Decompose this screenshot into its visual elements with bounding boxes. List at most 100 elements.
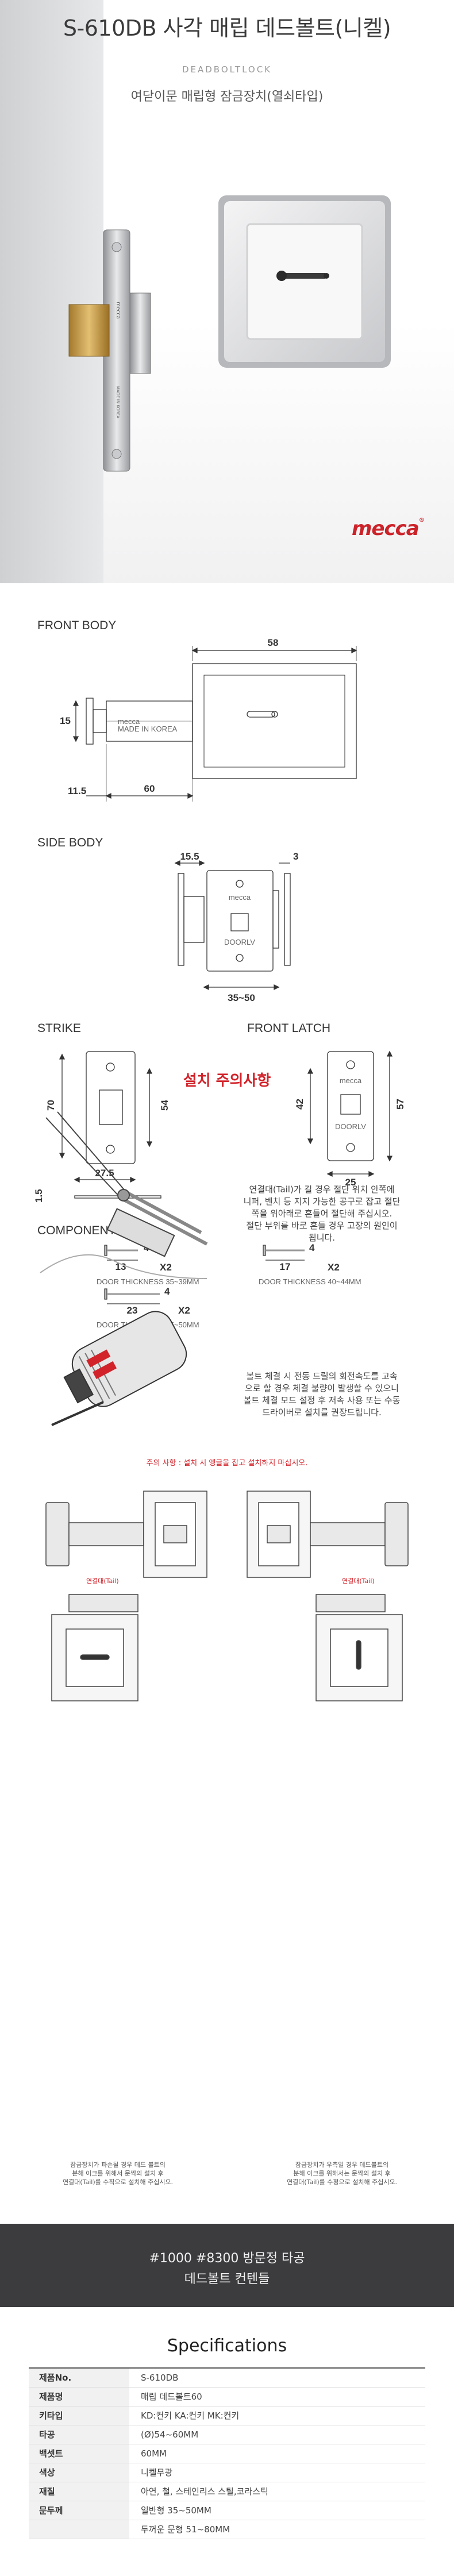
spec-value: 니켈무광 <box>129 2463 425 2482</box>
front-latch-drawing: mecca DOORLV 42 57 25 <box>294 1050 406 1188</box>
screw-2-caption: DOOR THICKNESS 40~44MM <box>259 1277 361 1286</box>
front-latch-dim-25: 25 <box>345 1177 356 1188</box>
front-body-plate-origin: MADE IN KOREA <box>118 725 178 733</box>
spec-key: 제품No. <box>29 2368 129 2388</box>
install-note-drill-line: 으로 할 경우 체결 불량이 발생할 수 있으니 <box>245 1383 399 1393</box>
product-description: 여닫이문 매립형 잠금장치(열쇠타입) <box>130 90 324 104</box>
deadbolt-latch-image: mecca MADE IN KOREA <box>68 229 151 472</box>
strike-label: STRIKE <box>37 1022 81 1035</box>
spec-key: 백셋트 <box>29 2444 129 2463</box>
screw-1-qty: X2 <box>160 1262 172 1273</box>
brand-registered-mark: ® <box>418 517 425 523</box>
spec-key <box>29 2520 129 2539</box>
strike-dim-1-5: 1.5 <box>33 1189 44 1203</box>
assembly-caption-left-line: 분해 이크를 위해서 문짝의 설치 후 <box>72 2170 164 2177</box>
front-latch-dim-42: 42 <box>294 1099 305 1110</box>
assembly-caption-right-line: 연결대(Tail)를 수평으로 설치해 주십시오. <box>286 2178 398 2186</box>
spec-key: 타공 <box>29 2425 129 2444</box>
front-body-dim-58: 58 <box>268 637 279 648</box>
product-title: S-610DB 사각 매립 데드볼트(니켈) <box>63 16 391 41</box>
spec-key: 키타입 <box>29 2406 129 2425</box>
side-body-plate-brand: mecca <box>229 893 251 902</box>
nipper-cutting-illustration <box>40 1111 208 1279</box>
spec-key: 색상 <box>29 2463 129 2482</box>
latch-brand-text: mecca <box>115 302 121 319</box>
front-body-dim-60: 60 <box>144 783 155 794</box>
drill-illustration <box>51 1311 187 1426</box>
front-body-dim-11-5: 11.5 <box>68 785 86 796</box>
brand-name: mecca <box>352 517 420 540</box>
brand-logo: mecca® <box>352 517 425 540</box>
install-warning: 주의 사항 : 설치 시 앵글을 잡고 설치하지 마십시오. <box>146 1459 308 1468</box>
spec-value: 두꺼운 문형 51~80MM <box>129 2520 425 2539</box>
front-body-drawing: mecca MADE IN KOREA 58 15 11.5 60 <box>60 637 357 802</box>
install-note-cutting-line: 절단 부위를 바로 흔들 경우 고장의 원인이 <box>246 1220 398 1231</box>
screw-1-caption: DOOR THICKNESS 35~39MM <box>97 1277 199 1286</box>
assembly-caption-left-line: 잠금장치가 파손될 경우 데드 볼트의 <box>70 2161 166 2169</box>
screw-2-head: 4 <box>309 1242 315 1253</box>
table-row: 두꺼운 문형 51~80MM <box>29 2520 425 2539</box>
tail-label-right: 연결대(Tail) <box>342 1577 375 1585</box>
install-note-drill-line: 볼트 체결 모드 설정 후 저속 사용 또는 수동 <box>243 1395 401 1406</box>
screw-3-head: 4 <box>164 1286 170 1297</box>
strike-dim-70: 70 <box>45 1100 56 1111</box>
table-row: 타공(Ø)54~60MM <box>29 2425 425 2444</box>
spec-value: 일반형 35~50MM <box>129 2501 425 2520</box>
screw-3-qty: X2 <box>178 1305 190 1316</box>
product-subtitle: DEADBOLTLOCK <box>182 64 272 75</box>
assembly-illustration-right: 연결대(Tail) <box>247 1491 409 1701</box>
assembly-caption-right-line: 분해 이크를 위해서는 문짝의 설치 후 <box>293 2170 391 2177</box>
screw-1-length: 13 <box>116 1261 126 1272</box>
spec-value: KD:컨키 KA:컨키 MK:컨키 <box>129 2406 425 2425</box>
front-latch-plate-sub: DOORLV <box>335 1122 366 1131</box>
front-latch-plate-brand: mecca <box>340 1076 362 1085</box>
spec-key: 재질 <box>29 2482 129 2501</box>
install-note-cutting-line: 연결대(Tail)가 길 경우 절단 위치 안쪽에 <box>249 1184 395 1195</box>
table-row: 제품No.S-610DB <box>29 2368 425 2388</box>
install-note-drill-line: 볼트 체결 시 전동 드릴의 회전속도를 고속 <box>246 1371 398 1381</box>
side-body-plate-sub: DOORLV <box>224 938 255 946</box>
front-body-dim-15: 15 <box>60 715 71 726</box>
assembly-caption-left: 잠금장치가 파손될 경우 데드 볼트의 분해 이크를 위해서 문짝의 설치 후 … <box>23 2161 213 2186</box>
install-note-cutting: 연결대(Tail)가 길 경우 절단 위치 안쪽에 니퍼, 벤치 등 지지 가능… <box>213 1184 431 1244</box>
spec-key: 문두께 <box>29 2501 129 2520</box>
spec-value: 60MM <box>129 2444 425 2463</box>
front-latch-label: FRONT LATCH <box>247 1022 331 1035</box>
side-body-dim-15-5: 15.5 <box>180 851 199 862</box>
hero-section: S-610DB 사각 매립 데드볼트(니켈) DEADBOLTLOCK 여닫이문… <box>0 0 454 583</box>
latch-origin-text: MADE IN KOREA <box>116 386 120 418</box>
spec-value: S-610DB <box>129 2368 425 2388</box>
install-note-cutting-line: 됩니다. <box>308 1233 336 1243</box>
assembly-caption-right: 잠금장치가 우측일 경우 데드볼트의 분해 이크를 위해서는 문짝의 설치 후 … <box>247 2161 437 2186</box>
spec-value: 매립 데드볼트60 <box>129 2387 425 2406</box>
compatibility-banner: #1000 #8300 방문정 타공 데드볼트 컨텐들 <box>0 2224 454 2307</box>
screw-2-length: 17 <box>280 1261 291 1272</box>
assembly-illustration-left: 연결대(Tail) <box>45 1491 207 1701</box>
side-body-dim-3: 3 <box>293 851 298 862</box>
spec-key: 제품명 <box>29 2387 129 2406</box>
install-note-cutting-line: 쪽을 위아래로 흔들어 절단해 주십시오. <box>251 1208 393 1219</box>
strike-drawing: 70 54 27.5 1.5 <box>33 1051 170 1203</box>
tail-label-left: 연결대(Tail) <box>86 1577 119 1585</box>
specifications-title: Specifications <box>167 2336 287 2356</box>
side-body-drawing: mecca DOORLV 15.5 3 35~50 <box>174 851 298 1003</box>
screw-3-length: 23 <box>127 1305 138 1316</box>
strike-dim-54: 54 <box>159 1100 170 1111</box>
front-body-plate-brand: mecca <box>118 717 140 726</box>
spec-value: 아연, 철, 스테인리스 스틸,코라스틱 <box>129 2482 425 2501</box>
banner-line-1: #1000 #8300 방문정 타공 <box>149 2251 305 2266</box>
spec-value: (Ø)54~60MM <box>129 2425 425 2444</box>
square-cover-plate-image <box>218 195 391 368</box>
front-latch-dim-57: 57 <box>395 1099 406 1110</box>
install-note-drill: 볼트 체결 시 전동 드릴의 회전속도를 고속 으로 할 경우 체결 불량이 발… <box>213 1370 431 1419</box>
screw-2-qty: X2 <box>328 1262 340 1273</box>
side-body-label: SIDE BODY <box>37 836 103 849</box>
install-note-drill-line: 드라이버로 설치를 권장드립니다. <box>262 1407 382 1418</box>
